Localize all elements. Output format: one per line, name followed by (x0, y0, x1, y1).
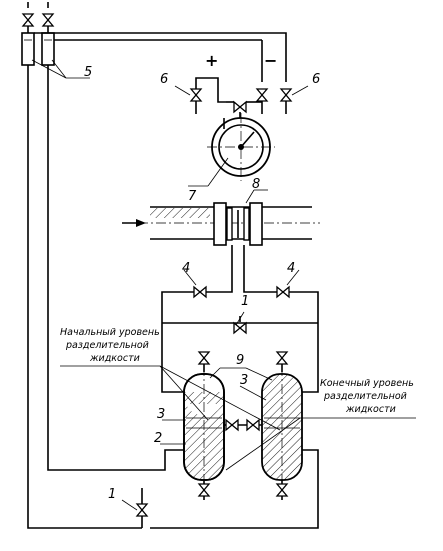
manometer-7 (207, 113, 275, 181)
label-1-bottom: 1 (108, 487, 116, 502)
vent-valve-left (22, 2, 34, 33)
svg-text:жидкости: жидкости (345, 404, 396, 415)
vent-valve-right (42, 2, 54, 33)
svg-text:Конечный уровень: Конечный уровень (320, 378, 414, 389)
label-9: 9 (236, 353, 244, 368)
minus-sign: − (264, 51, 277, 70)
svg-text:разделительной: разделительной (65, 340, 149, 351)
label-8: 8 (252, 177, 260, 192)
inner-pipe-left (47, 65, 155, 471)
label-6-right: 6 (312, 72, 320, 87)
outer-pipe-left (27, 65, 142, 529)
separator-vessel-right (261, 351, 303, 500)
svg-text:жидкости: жидкости (89, 353, 140, 364)
label-5: 5 (84, 65, 92, 80)
label-3-right: 3 (240, 373, 248, 388)
pipeline (138, 202, 320, 246)
label-3-left: 3 (157, 407, 165, 422)
label-4-left: 4 (182, 261, 190, 276)
label-6-left: 6 (160, 72, 168, 87)
label-1-top: 1 (241, 294, 249, 309)
plus-sign: + (205, 51, 218, 70)
note-initial-level: Начальный уровень разделительной жидкост… (60, 327, 281, 431)
label-4-right: 4 (287, 261, 295, 276)
note-final-level: Конечный уровень разделительной жидкости (225, 378, 416, 471)
svg-text:Начальный уровень: Начальный уровень (60, 327, 160, 338)
label-7: 7 (188, 189, 197, 204)
svg-text:разделительной: разделительной (323, 391, 407, 402)
separator-vessel-left (183, 351, 225, 500)
label-2: 2 (154, 431, 162, 446)
